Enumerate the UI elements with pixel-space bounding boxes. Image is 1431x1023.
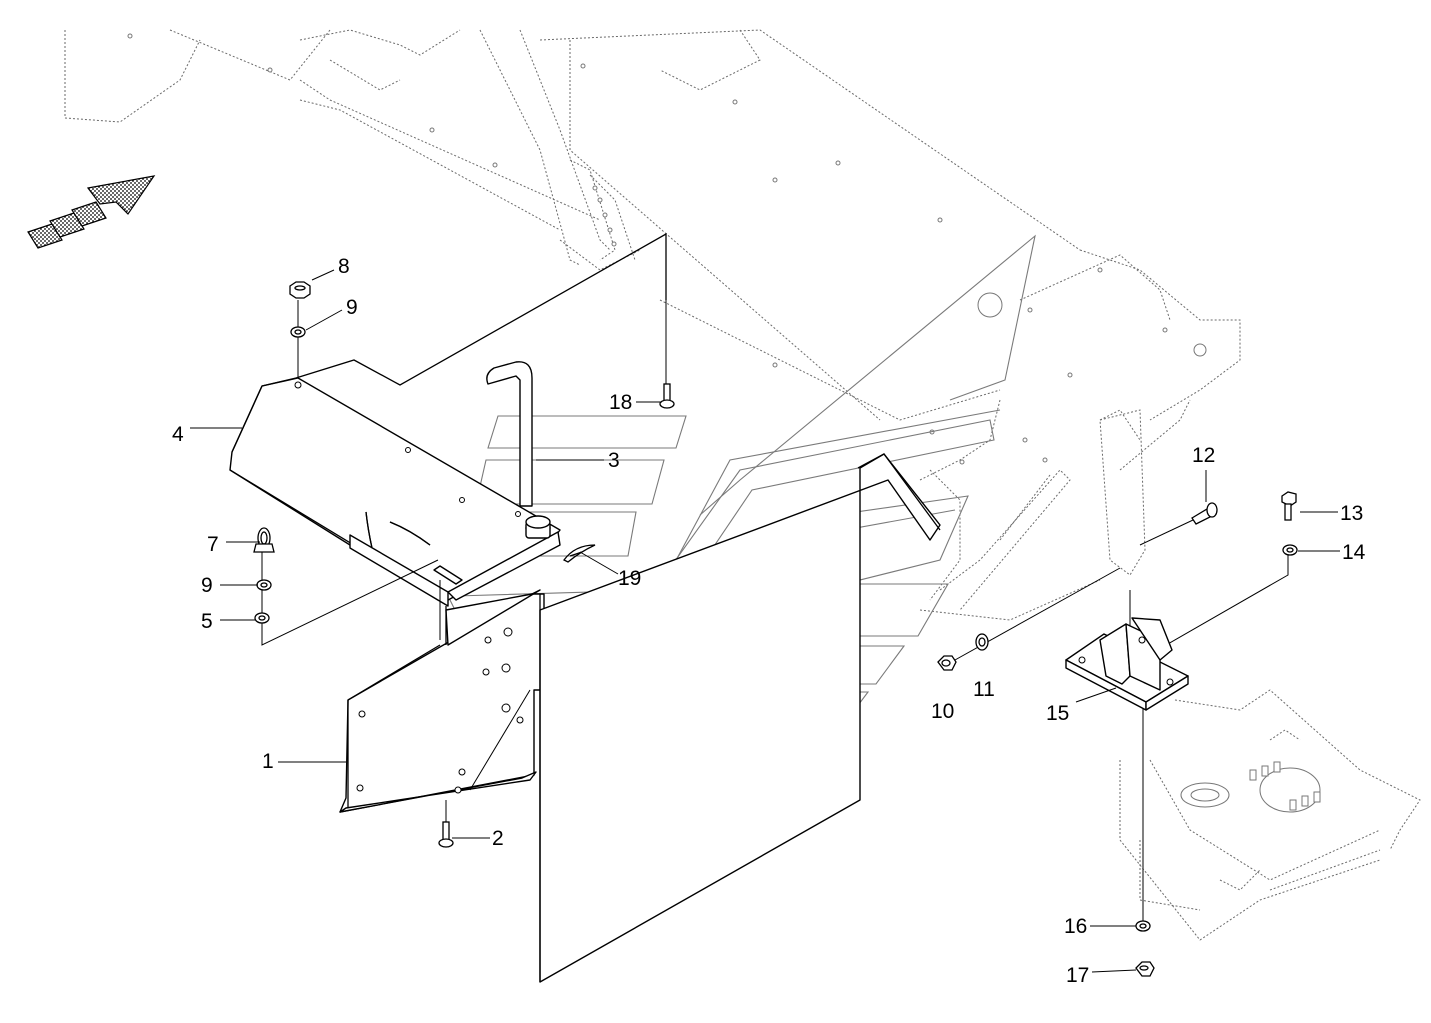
bracket-part-15 xyxy=(1065,617,1189,711)
bracket-plate-part-1 xyxy=(339,589,545,813)
machine-frame-background xyxy=(64,29,1421,941)
callout-label: 9 xyxy=(346,296,358,319)
callout-label: 5 xyxy=(201,610,213,633)
nut-part-17 xyxy=(1135,961,1155,977)
callout-label: 9 xyxy=(201,574,213,597)
callout-label: 8 xyxy=(338,255,350,278)
callout-label: 12 xyxy=(1192,444,1215,467)
callout-label: 14 xyxy=(1342,541,1366,564)
callout-label: 16 xyxy=(1064,915,1087,938)
callout-label: 17 xyxy=(1066,964,1089,987)
bolt-part-13 xyxy=(1281,491,1297,521)
travel-direction-arrow xyxy=(27,175,156,249)
washer-part-11 xyxy=(975,633,989,651)
nut-part-8 xyxy=(289,281,311,299)
washer-part-14 xyxy=(1282,544,1298,556)
callout-labels: 1 2 3 4 5 7 8 9 9 10 11 12 13 14 15 16 1… xyxy=(172,255,1366,987)
callout-label: 11 xyxy=(973,678,995,701)
assembly-lines xyxy=(261,300,1289,930)
callout-label: 15 xyxy=(1046,702,1069,725)
callout-label: 13 xyxy=(1340,502,1363,525)
callout-label: 10 xyxy=(931,700,954,723)
guard-cover-part-4 xyxy=(229,232,667,607)
flap-panel xyxy=(539,453,941,983)
clip-part-19 xyxy=(563,544,596,563)
bolt-part-18 xyxy=(659,383,675,409)
callout-leaders xyxy=(190,269,1340,973)
washer-part-9-upper xyxy=(290,326,306,338)
eye-bolt-part-7 xyxy=(253,527,275,553)
callout-label: 1 xyxy=(262,750,274,773)
nut-part-10 xyxy=(937,655,957,671)
washer-part-9-lower xyxy=(256,579,272,591)
callout-label: 7 xyxy=(207,533,219,556)
callout-label: 18 xyxy=(609,391,632,414)
washer-part-5 xyxy=(254,612,270,624)
callout-label: 4 xyxy=(172,423,184,446)
washer-part-16 xyxy=(1135,920,1151,932)
bolt-part-12 xyxy=(1191,502,1218,525)
pipe-part-3 xyxy=(486,361,551,539)
callout-label: 2 xyxy=(492,827,504,850)
bolt-part-2 xyxy=(438,821,454,848)
callout-label: 3 xyxy=(608,449,620,472)
callout-label: 19 xyxy=(618,567,641,590)
